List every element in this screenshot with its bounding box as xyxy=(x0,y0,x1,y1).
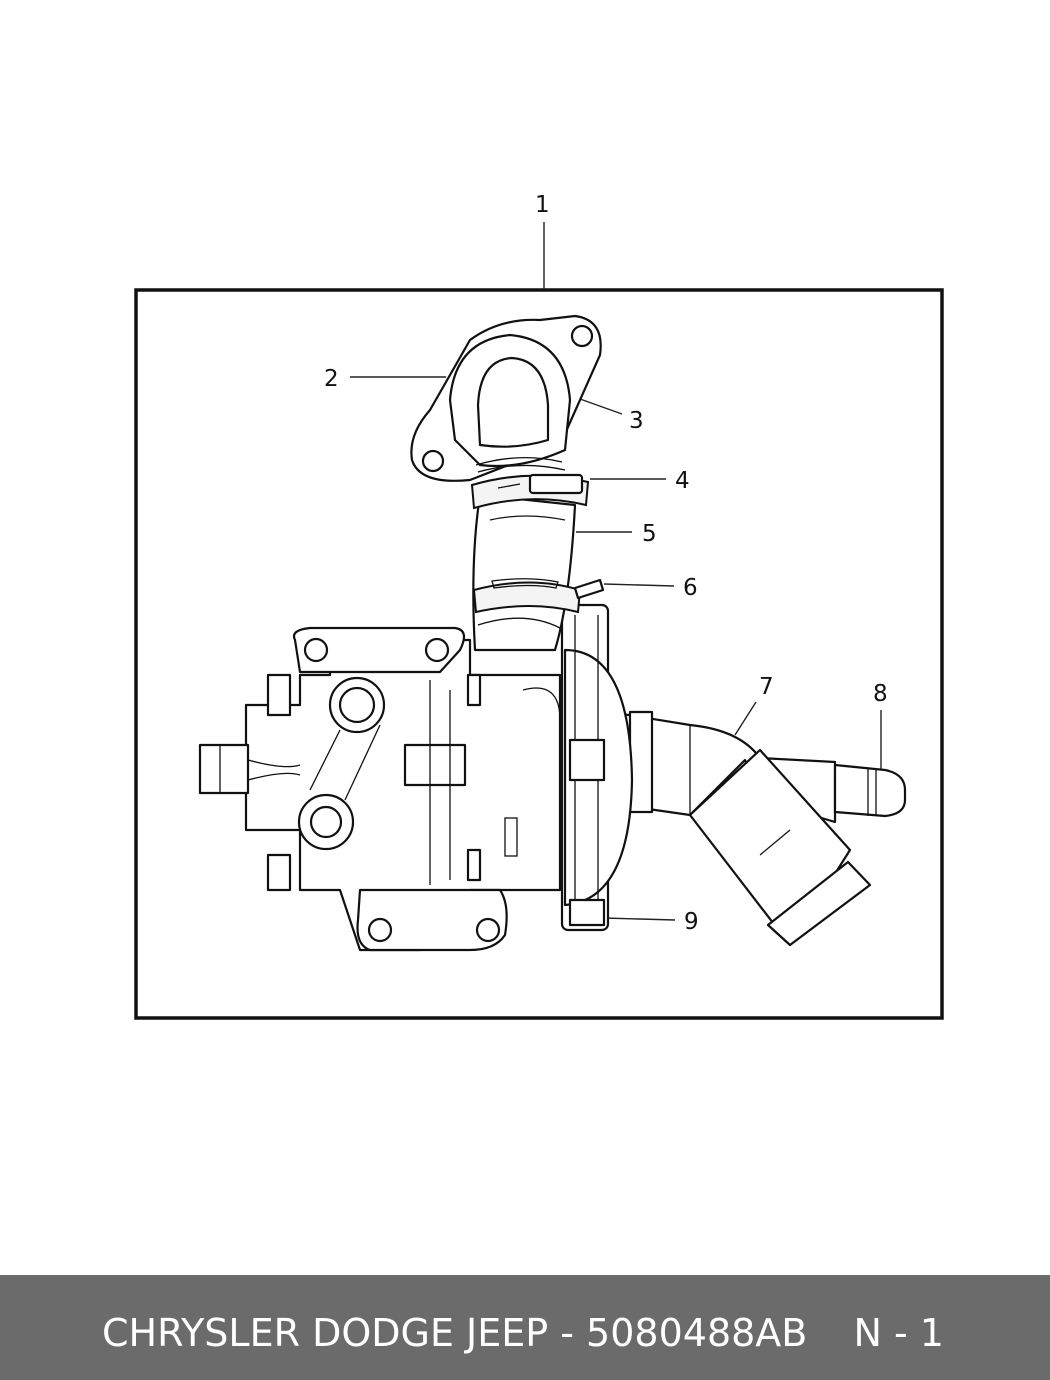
callout-7: 7 xyxy=(759,674,774,700)
callout-5: 5 xyxy=(642,521,657,547)
callout-3: 3 xyxy=(629,408,644,434)
thermostat-housing-drawing xyxy=(198,314,907,952)
diagram-frame xyxy=(134,288,944,1020)
part-number-title: CHRYSLER DODGE JEEP - 5080488AB xyxy=(102,1311,808,1355)
leader-7 xyxy=(734,701,757,736)
callout-4: 4 xyxy=(675,468,690,494)
leader-9 xyxy=(603,917,676,921)
outlet-tube xyxy=(608,710,907,947)
mounting-flange xyxy=(410,314,602,482)
footer-bar: CHRYSLER DODGE JEEP - 5080488AB N - 1 xyxy=(0,1275,1050,1380)
parts-diagram: 1 2 3 4 5 6 7 8 9 xyxy=(134,192,944,1020)
callout-1: 1 xyxy=(535,192,550,218)
callout-6: 6 xyxy=(683,575,698,601)
coolant-hose xyxy=(472,493,605,652)
thermostat-cover xyxy=(560,603,634,932)
callout-2: 2 xyxy=(324,366,339,392)
leader-6 xyxy=(603,583,675,587)
hose-clamp xyxy=(470,473,590,510)
housing-body xyxy=(198,626,562,952)
page-indicator: N - 1 xyxy=(853,1311,944,1355)
callout-8: 8 xyxy=(873,681,888,707)
callout-9: 9 xyxy=(684,909,699,935)
